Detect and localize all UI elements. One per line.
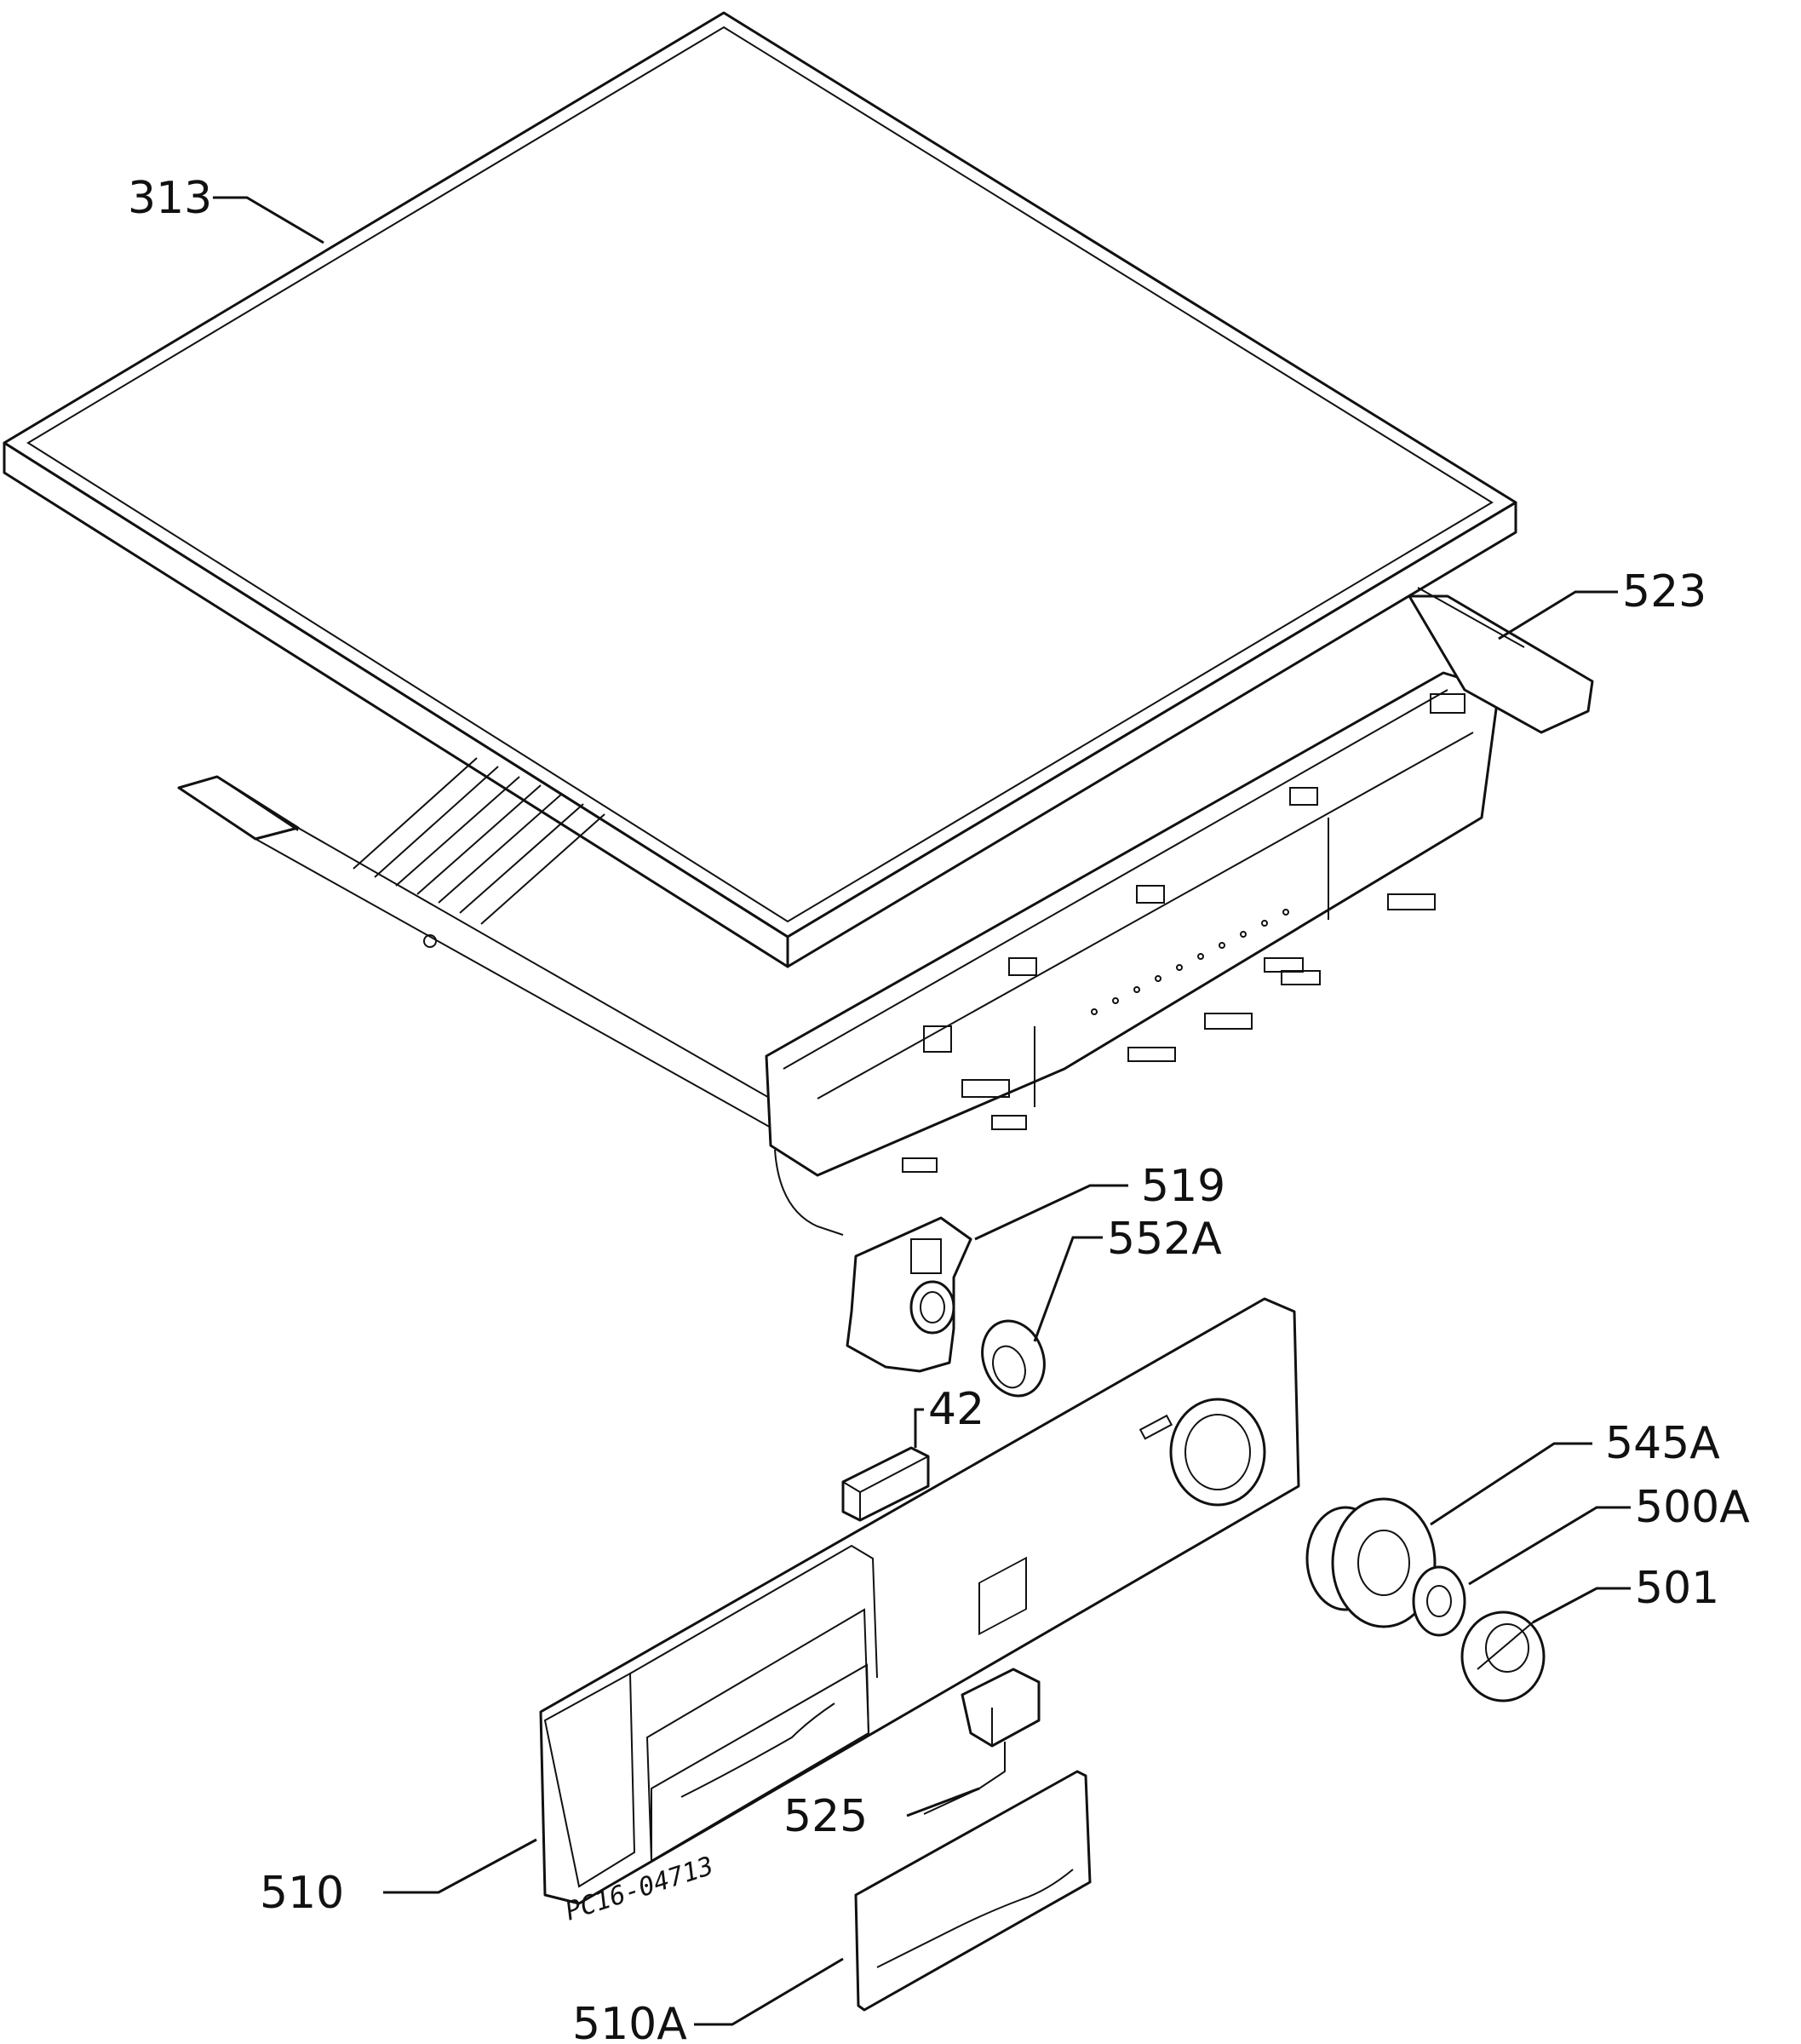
callout-313: 313 — [128, 173, 212, 224]
callout-545A: 545A — [1605, 1418, 1720, 1469]
callout-523: 523 — [1622, 566, 1706, 617]
callout-519: 519 — [1141, 1161, 1225, 1212]
part-313-top-panel — [3, 11, 1517, 968]
callout-42: 42 — [928, 1384, 984, 1435]
part-545A-knob-bushing — [1305, 1497, 1437, 1628]
callout-552A: 552A — [1107, 1214, 1222, 1265]
part-519-program-selector-bracket — [846, 1216, 972, 1373]
leader-lines — [213, 196, 1631, 2026]
callout-501: 501 — [1635, 1563, 1719, 1614]
part-525-switch — [923, 1668, 1041, 1815]
part-523-frame — [177, 587, 1594, 1236]
part-510A-drawer-front — [854, 1770, 1092, 2012]
part-42-indicator-lens — [841, 1446, 930, 1522]
part-552A-ring — [981, 1319, 1046, 1398]
part-501-control-knob — [1460, 1611, 1546, 1702]
part-510-control-panel — [539, 1297, 1300, 1905]
callout-525: 525 — [783, 1791, 868, 1842]
callout-labels: 313 523 519 552A 42 545A 500A 501 525 51… — [128, 173, 1750, 2044]
part-500A-retaining-clip — [1412, 1565, 1466, 1637]
callout-500A: 500A — [1635, 1482, 1750, 1533]
callout-510A: 510A — [572, 1999, 687, 2044]
callout-510: 510 — [260, 1868, 344, 1919]
